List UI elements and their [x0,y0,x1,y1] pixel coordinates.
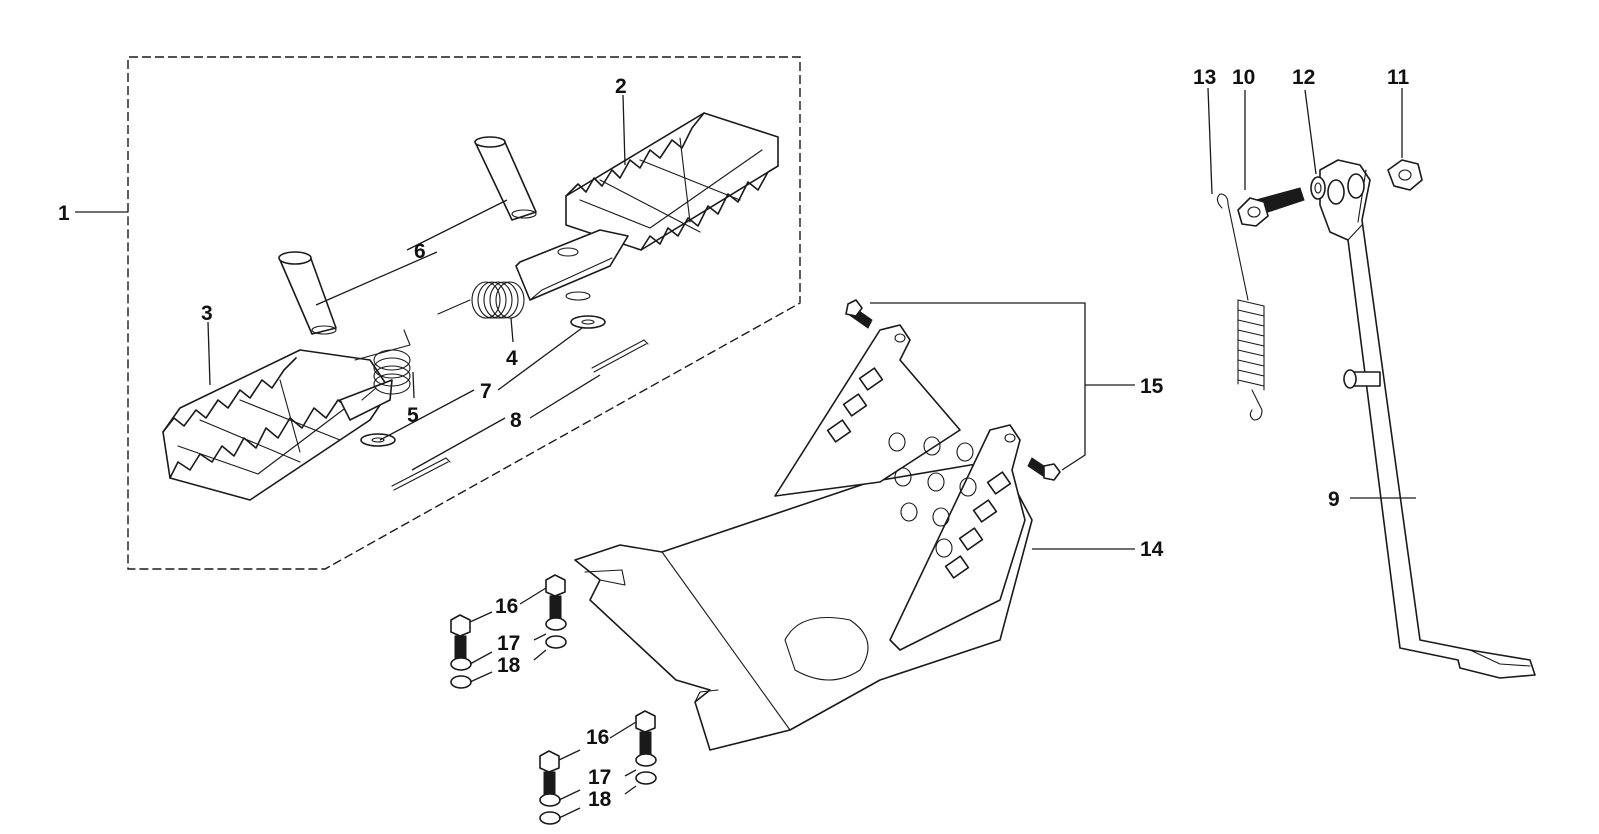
side-stand-nut [1387,159,1423,191]
return-spring-lower [361,349,411,401]
cotter-pin-lower [391,457,451,491]
callout-12: 12 [1292,66,1315,89]
callout-14: 14 [1140,538,1164,561]
callout-18-upper: 18 [497,654,521,677]
callout-10: 10 [1232,66,1255,89]
mount-bolt-set-upper [450,574,567,689]
side-stand-spring [1216,193,1265,421]
pivot-pin-lower [278,251,337,335]
peg-washer-upper [570,315,606,329]
callout-11: 11 [1387,66,1410,89]
callout-9: 9 [1328,488,1340,511]
assembly-group-outline [127,56,801,570]
side-stand-pivot-bolt [1237,187,1305,227]
peg-washer-lower [360,433,396,447]
callout-17-lower: 17 [588,766,611,789]
pivot-pin-upper [474,136,537,221]
side-stand-washer [1310,176,1326,200]
callout-13: 13 [1193,66,1216,89]
callout-6: 6 [414,240,426,263]
leader-lines [75,87,1416,819]
callout-8: 8 [510,409,522,432]
callout-15: 15 [1140,375,1164,398]
side-stand [1319,159,1536,679]
callout-17-upper: 17 [497,632,520,655]
callout-3: 3 [201,302,213,325]
callout-16-lower: 16 [586,726,609,749]
callout-16-upper: 16 [495,595,518,618]
return-spring-upper [437,281,525,319]
foot-peg-left [162,329,411,501]
skid-plate [574,324,1033,751]
callout-5: 5 [407,404,419,427]
skid-plate-bolt-lower [1027,457,1061,481]
callout-7: 7 [480,380,492,403]
foot-peg-right [515,112,779,301]
skid-plate-bolt-upper [845,299,873,329]
callout-2: 2 [615,75,627,98]
callout-4: 4 [506,347,518,370]
cotter-pin-upper [591,339,649,373]
callout-1: 1 [58,202,70,225]
callout-18-lower: 18 [588,788,612,811]
